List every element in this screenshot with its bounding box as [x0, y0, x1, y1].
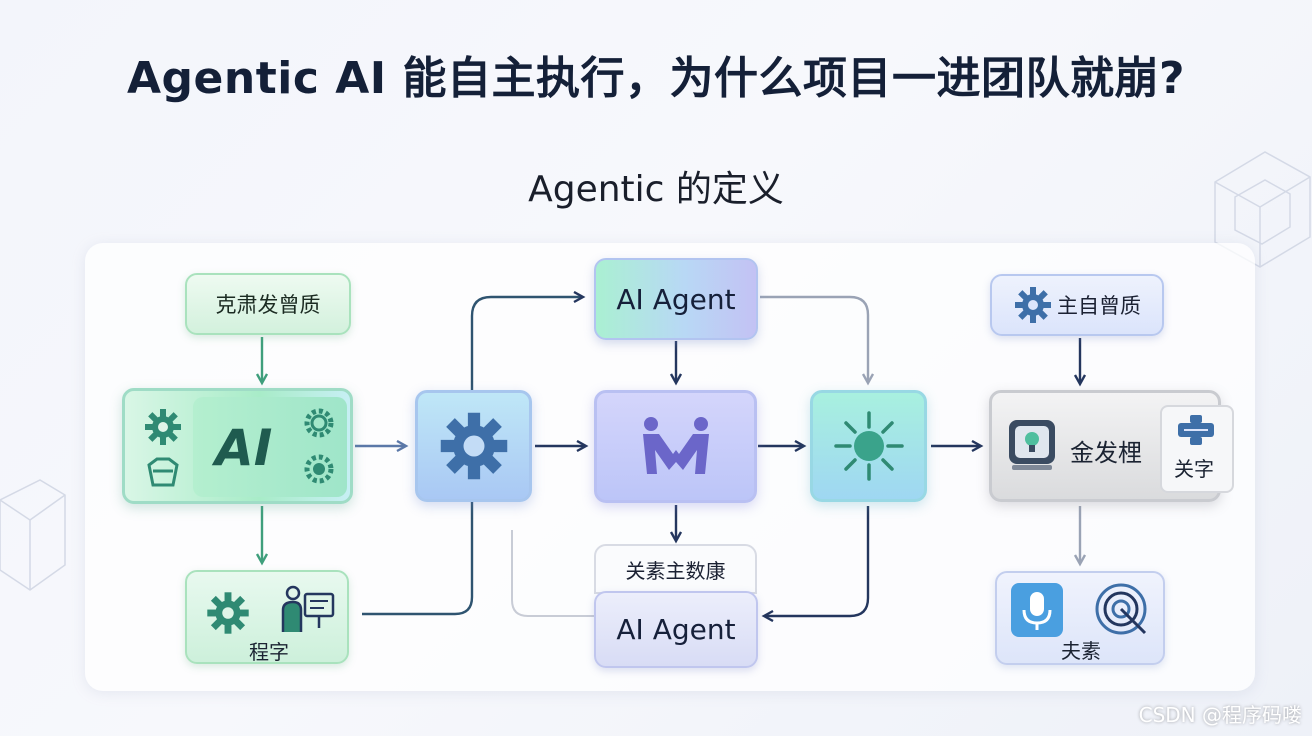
top-ai-agent-label: AI Agent [616, 282, 736, 316]
chip-icon [304, 454, 334, 484]
microphone-icon [1011, 583, 1063, 637]
relation-label-text: 关素主数康 [625, 558, 726, 583]
watermark: CSDN @程序码喽 [1138, 703, 1302, 727]
gear-icon [207, 592, 249, 634]
ai-logo-panel: AI [193, 397, 347, 497]
team-icon [642, 416, 709, 474]
sun-icon [833, 411, 904, 481]
gear-process-box [415, 390, 532, 502]
brain-gear-icon [304, 408, 334, 438]
team-box [594, 390, 757, 503]
ai-core-box: AI [122, 388, 353, 504]
bottom-left-label: 程字 [249, 640, 289, 664]
bottom-left-box: 程字 [185, 570, 349, 664]
network-icon [147, 457, 179, 487]
path-sun-to-bottom-agent [765, 506, 870, 616]
gear-icon [145, 409, 181, 445]
output-side-label: 关字 [1174, 457, 1214, 481]
presenter-icon [281, 585, 335, 632]
top-right-label-box: 主自曾质 [990, 274, 1164, 336]
decorative-cube-right [1214, 151, 1311, 268]
gear-icon [1015, 287, 1051, 323]
page-title: Agentic AI 能自主执行，为什么项目一进团队就崩? [127, 53, 1185, 104]
device-icon [1009, 420, 1055, 470]
path-top-agent-to-sun [760, 295, 868, 382]
diagram-subtitle: Agentic 的定义 [528, 169, 784, 210]
top-ai-agent-box: AI Agent [594, 258, 758, 340]
output-side-panel: 关字 [1160, 405, 1234, 493]
gear-icon [440, 412, 507, 480]
bottom-ai-agent-box: AI Agent [594, 591, 758, 668]
top-right-label-text: 主自曾质 [1057, 294, 1141, 318]
path-light-connector [511, 530, 594, 617]
hub-box [810, 390, 927, 502]
output-box: 金发梩 关字 [989, 390, 1234, 502]
relation-label-box: 关素主数康 [594, 544, 757, 594]
top-left-label-box: 克肃发曾质 [185, 273, 351, 335]
bottom-right-label: 夫素 [1061, 639, 1101, 663]
bottom-right-box: 夫素 [995, 571, 1165, 665]
ai-logo-text: AI [215, 419, 273, 477]
slider-icon [1178, 415, 1214, 445]
decorative-cube-left [0, 479, 66, 591]
bottom-ai-agent-label: AI Agent [616, 613, 736, 646]
top-left-label-text: 克肃发曾质 [215, 293, 321, 317]
output-box-label: 金发梩 [1070, 439, 1142, 467]
target-icon [1095, 583, 1147, 635]
